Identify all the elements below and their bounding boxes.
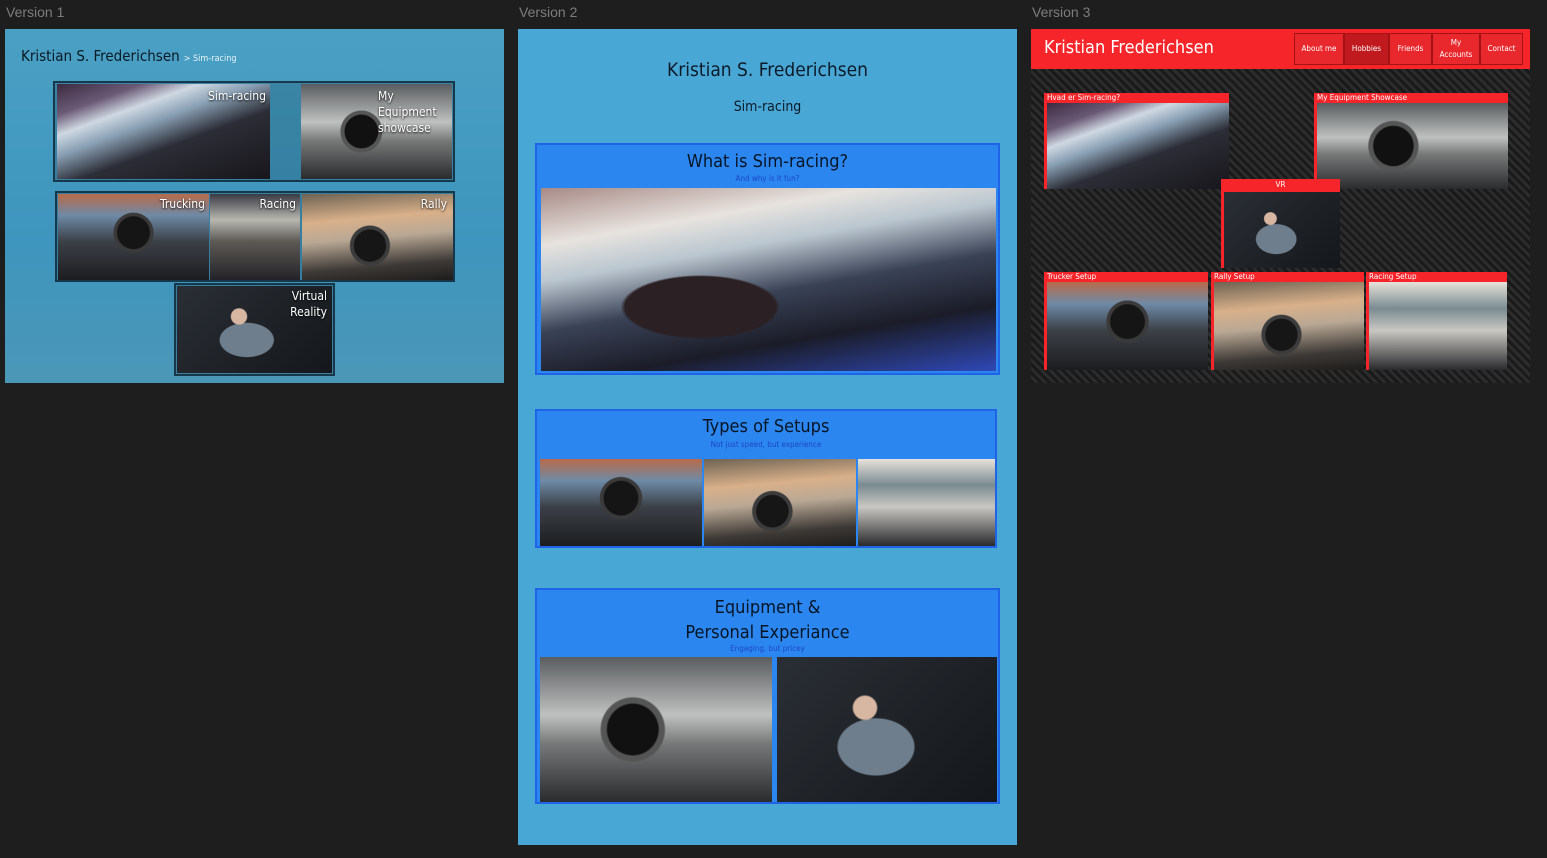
card-label: Trucker Setup (1047, 272, 1097, 281)
breadcrumb[interactable]: > Sim-racing (183, 54, 237, 64)
brand-title[interactable]: Kristian Frederichsen (1044, 37, 1214, 58)
card-label: My Equipment Showcase (1317, 93, 1408, 102)
simracing-hero-image[interactable] (541, 188, 996, 371)
version-3-frame[interactable]: Kristian Frederichsen About me Hobbies F… (1031, 29, 1530, 383)
top-nav-bar: Kristian Frederichsen About me Hobbies F… (1031, 29, 1530, 69)
tile-trucking-label: Trucking (160, 197, 205, 211)
section-subheading: Not just speed, but experience (710, 440, 822, 449)
card-image (1047, 103, 1229, 189)
setup-image-racing[interactable] (858, 459, 995, 546)
card-label: Racing Setup (1369, 272, 1417, 281)
section-what-is-simracing: What is Sim-racing? And why is it fun? (535, 143, 1000, 375)
card-trucker-setup[interactable]: Trucker Setup (1044, 272, 1208, 370)
bottom-tile-group: Virtual Reality (174, 283, 335, 376)
tile-trucking[interactable]: Trucking (58, 194, 209, 280)
nav-hobbies[interactable]: Hobbies (1344, 33, 1389, 65)
setup-image-trucking[interactable] (540, 459, 702, 546)
nav-my-accounts[interactable]: My Accounts (1432, 33, 1480, 65)
section-subheading: Engaging, but pricey (730, 644, 805, 653)
version-1-frame[interactable]: Kristian S. Frederichsen> Sim-racing Sim… (5, 29, 504, 383)
tile-vr-label: Virtual Reality (290, 289, 327, 319)
card-image (1214, 282, 1364, 370)
tile-simracing-label: Sim-racing (208, 89, 266, 103)
page-title: Kristian S. Frederichsen> Sim-racing (21, 47, 237, 65)
page-title: Kristian S. Frederichsen (666, 59, 868, 81)
card-label: VR (1275, 180, 1286, 189)
card-vr[interactable]: VR (1221, 179, 1340, 268)
middle-tile-group: Trucking Racing Rally (55, 191, 455, 282)
tile-vr[interactable]: Virtual Reality (177, 286, 332, 373)
top-tile-group: Sim-racing My Equipment showcase (53, 81, 455, 182)
card-what-is-simracing[interactable]: Hvad er Sim-racing? (1044, 93, 1229, 189)
tile-equipment[interactable]: My Equipment showcase (301, 84, 452, 179)
card-equipment-showcase[interactable]: My Equipment Showcase (1314, 93, 1508, 189)
card-image (1317, 103, 1508, 189)
section-heading: Types of Setups (702, 416, 830, 437)
tile-equipment-label: My Equipment showcase (378, 89, 437, 135)
vr-image[interactable] (777, 657, 997, 802)
version-2-label: Version 2 (519, 4, 578, 20)
tile-simracing[interactable]: Sim-racing (57, 84, 270, 179)
section-equipment: Equipment & Personal Experiance Engaging… (535, 588, 1000, 804)
nav-friends[interactable]: Friends (1389, 33, 1432, 65)
card-image (1369, 282, 1507, 370)
tile-rally-label: Rally (420, 197, 447, 211)
card-label: Hvad er Sim-racing? (1047, 93, 1121, 102)
section-heading: What is Sim-racing? (686, 151, 849, 172)
tile-rally[interactable]: Rally (302, 194, 453, 280)
tile-racing-label: Racing (259, 197, 297, 211)
version-2-frame[interactable]: Kristian S. Frederichsen Sim-racing What… (518, 29, 1017, 845)
nav-about-me[interactable]: About me (1294, 33, 1344, 65)
page-title-text: Kristian S. Frederichsen (21, 47, 180, 65)
section-heading-line2: Personal Experiance (685, 622, 850, 643)
version-3-label: Version 3 (1032, 4, 1091, 20)
card-image (1224, 192, 1340, 268)
equipment-image[interactable] (540, 657, 772, 802)
setup-image-rally[interactable] (704, 459, 856, 546)
card-rally-setup[interactable]: Rally Setup (1211, 272, 1364, 370)
card-racing-setup[interactable]: Racing Setup (1366, 272, 1507, 370)
card-image (1047, 282, 1208, 370)
card-label: Rally Setup (1214, 272, 1255, 281)
tile-racing[interactable]: Racing (210, 194, 300, 280)
nav-contact[interactable]: Contact (1480, 33, 1523, 65)
section-types-of-setups: Types of Setups Not just speed, but expe… (535, 409, 997, 548)
section-subheading: And why is it fun? (735, 174, 800, 183)
section-heading-line1: Equipment & (714, 597, 821, 618)
version-1-label: Version 1 (6, 4, 65, 20)
page-subtitle: Sim-racing (733, 99, 802, 115)
